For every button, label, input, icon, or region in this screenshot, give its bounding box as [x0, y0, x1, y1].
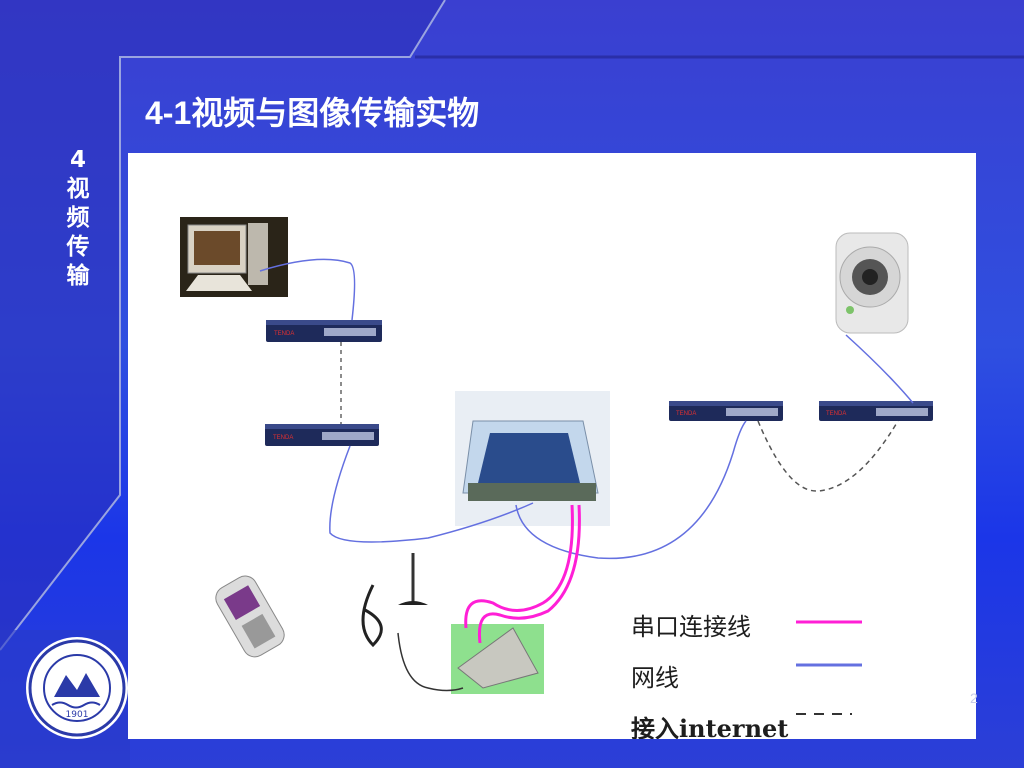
switch-brand-label: TENDA [274, 331, 294, 337]
switch-right-2: TENDA [819, 401, 933, 421]
network-cable-board-switch [515, 420, 747, 560]
serial-cable-1 [477, 504, 581, 644]
antenna-cable [397, 632, 464, 692]
network-cable-switch-board [329, 445, 534, 543]
page-number: 2 [970, 690, 978, 706]
gsm-antenna-image [361, 553, 428, 648]
switch-right-1: TENDA [669, 401, 783, 421]
network-cable-pc-switch [259, 258, 356, 321]
diagram-panel: TENDA TENDA TENDA TENDA [128, 153, 976, 739]
network-cable-camera-switch [845, 334, 914, 404]
legend-label-network: 网线 [631, 664, 679, 692]
legend-label-internet: 接入internet [631, 714, 789, 739]
switch-top-left: TENDA [266, 320, 382, 342]
desktop-computer-image [180, 217, 288, 297]
serial-cable-2 [464, 504, 574, 629]
embedded-board-image [455, 391, 610, 526]
network-diagram: TENDA TENDA TENDA TENDA [180, 217, 933, 715]
university-logo: 1901 [26, 637, 128, 739]
ip-camera-image [835, 232, 909, 334]
side-title: 4 视频传输 [66, 147, 90, 289]
page-title: 4-1视频与图像传输实物 [145, 95, 480, 131]
mobile-phone-image [215, 575, 285, 658]
internet-link-right [757, 420, 899, 492]
switch-brand-label: TENDA [826, 411, 846, 417]
switch-mid-left: TENDA [265, 424, 379, 446]
gsm-module-image [451, 624, 544, 694]
switch-brand-label: TENDA [676, 411, 696, 417]
switch-brand-label: TENDA [273, 435, 293, 441]
legend-label-serial: 串口连接线 [631, 613, 751, 641]
logo-year: 1901 [66, 710, 89, 720]
